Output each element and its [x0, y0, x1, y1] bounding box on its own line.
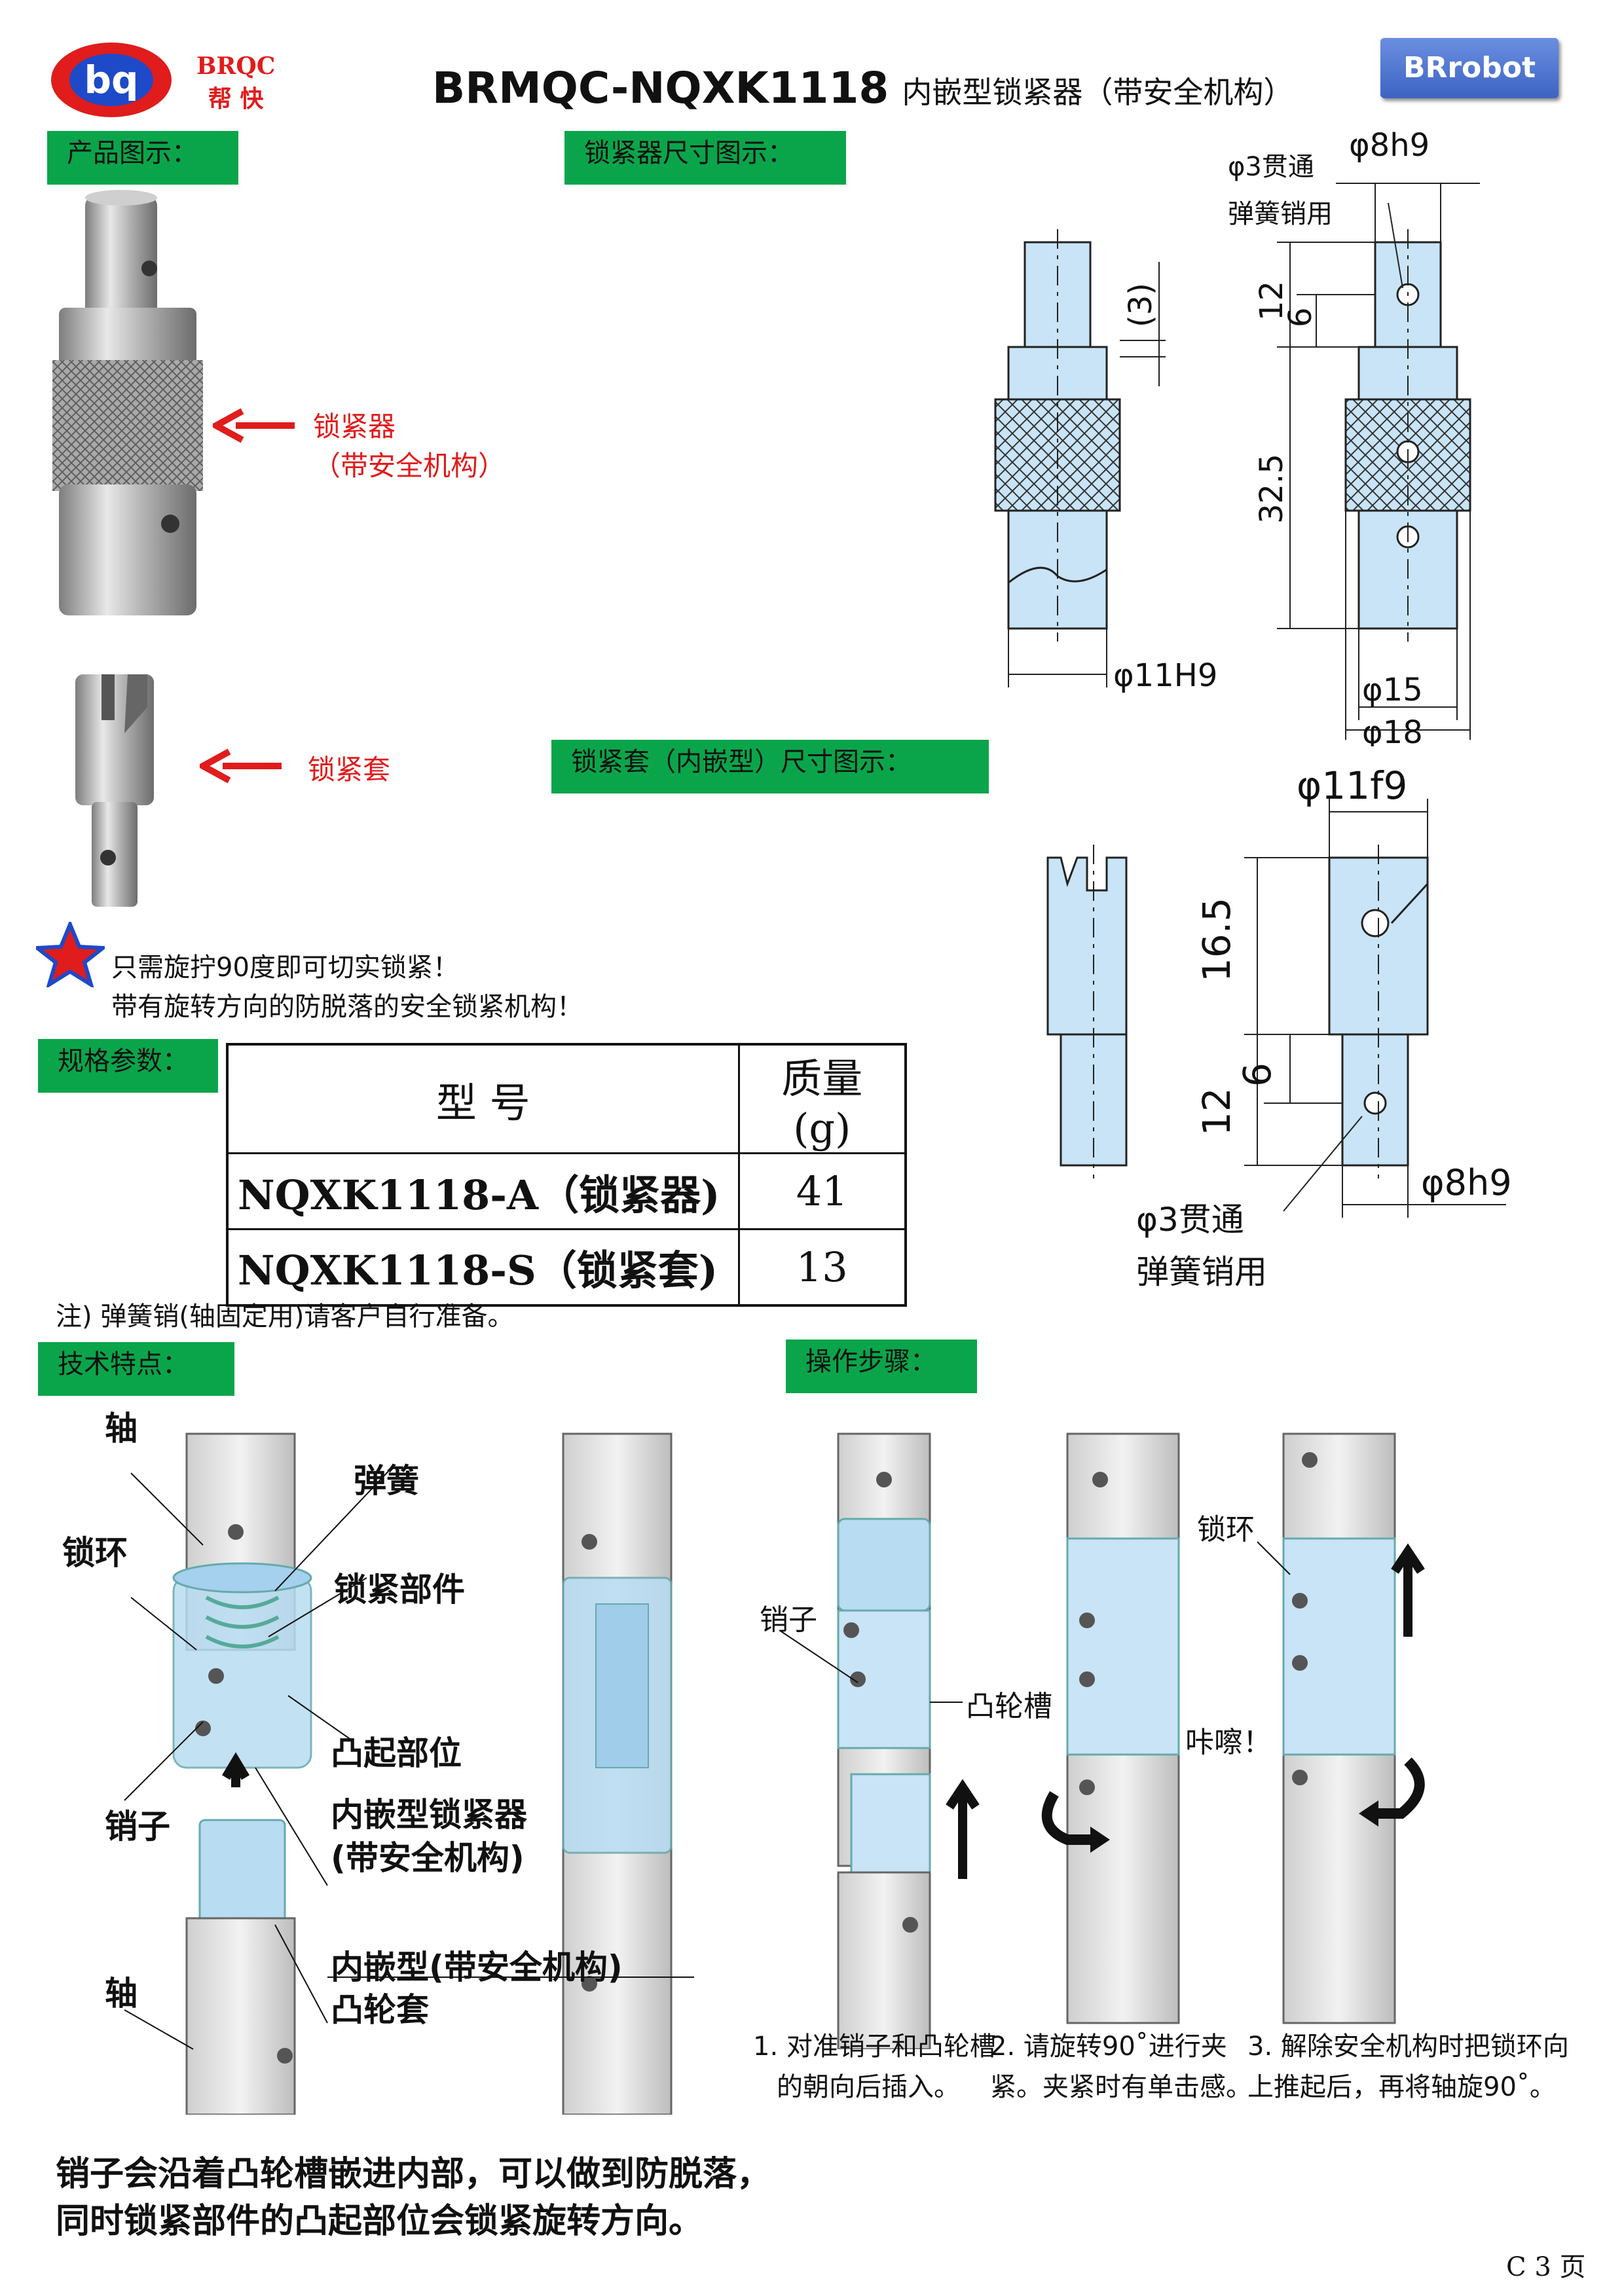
step-2: 2. 请旋转90˚进行夹 紧。夹紧时有单击感。	[990, 2026, 1252, 2107]
op-ring-label: 锁环	[1197, 1513, 1255, 1546]
sleeve-dimension-drawing: φ11f9 16.5 12 6 φ8h9 φ3贯通 弹簧销用	[1046, 763, 1512, 1291]
logo-icon: bq	[51, 43, 172, 117]
table-row: NQXK1118-A（锁紧器) 41	[226, 1152, 907, 1230]
tech-shaft-label: 轴	[105, 1410, 138, 1448]
row-model: NQXK1118-A（锁紧器)	[226, 1152, 740, 1230]
tech-ring-label: 锁环	[62, 1534, 128, 1572]
dim-sleeve-h-pin: 6	[1235, 1063, 1280, 1087]
dim-locker-hole-use: 弹簧销用	[1228, 199, 1333, 229]
section-specs: 规格参数：	[38, 1039, 218, 1093]
brand-text: BRQC 帮 快	[196, 50, 275, 115]
dim-locker-hole: φ3贯通	[1228, 152, 1314, 182]
tech-pin-label: 销子	[105, 1808, 170, 1846]
step-3-line1: 3. 解除安全机构时把锁环向	[1247, 2032, 1569, 2062]
step-2-line2: 紧。夹紧时有单击感。	[990, 2072, 1252, 2102]
sleeve-label: 锁紧套	[308, 754, 391, 786]
page-title: BRMQC-NQXK1118 内嵌型锁紧器（带安全机构）	[432, 63, 1293, 113]
step-3-line2: 上推起后，再将轴旋90˚。	[1247, 2072, 1556, 2102]
section-tech: 技术特点：	[38, 1342, 234, 1396]
brand-logo: bq	[49, 41, 174, 119]
sleeve-photo	[75, 674, 154, 907]
section-product-image: 产品图示：	[47, 131, 238, 185]
row-mass: 13	[737, 1228, 907, 1306]
page-number: C 3 页	[1506, 2252, 1586, 2282]
step-2-line1: 2. 请旋转90˚进行夹	[990, 2032, 1227, 2062]
dim-sleeve-hole-use: 弹簧销用	[1136, 1253, 1267, 1291]
op-pin-label: 销子	[760, 1603, 817, 1637]
section-locker-dimensions: 锁紧器尺寸图示：	[564, 131, 846, 185]
note-text: 注) 弹簧销(轴固定用)请客户自行准备。	[56, 1302, 514, 1332]
tech-locker-label: 内嵌型锁紧器	[331, 1796, 527, 1834]
tech-spring-label: 弹簧	[354, 1462, 419, 1500]
op-cam-groove-label: 凸轮槽	[966, 1690, 1052, 1723]
tech-cam-sleeve-label: 内嵌型(带安全机构)	[331, 1948, 623, 1986]
dim-sleeve-top: φ11f9	[1297, 763, 1407, 808]
section-operation: 操作步骤：	[786, 1339, 977, 1393]
dim-locker-h-main: 32.5	[1253, 454, 1290, 524]
locker-photo	[52, 190, 203, 615]
dim-locker-top: φ8h9	[1349, 131, 1430, 164]
tech-shaft2-label: 轴	[105, 1975, 138, 2013]
model-title: BRMQC-NQXK1118	[432, 63, 889, 113]
locker-dimension-drawing: φ11H9 φ15 φ18 φ8h9 φ3贯通 弹簧销用 12 6 32.5 (…	[994, 131, 1480, 746]
star-icon	[36, 922, 105, 987]
table-header-row: 型 号 质量 (g)	[226, 1043, 907, 1154]
step-1-line1: 1. 对准销子和凸轮槽	[753, 2032, 996, 2062]
tech-bump-label: 凸起部位	[331, 1734, 462, 1772]
brrobot-badge: BRrobot	[1380, 38, 1559, 98]
tech-diagram	[124, 1432, 694, 2115]
row-mass: 41	[737, 1152, 907, 1230]
rotate-arrow-icon	[1041, 1791, 1094, 1845]
arrow-left-icon	[200, 748, 282, 784]
spec-table: 型 号 质量 (g) NQXK1118-A（锁紧器) 41 NQXK1118-S…	[226, 1043, 907, 1307]
tech-locker-note-label: (带安全机构)	[331, 1839, 525, 1877]
logo-letters: bq	[84, 58, 138, 102]
feature-line-2: 带有旋转方向的防脱落的安全锁紧机构！	[111, 992, 583, 1022]
summary-line-1: 销子会沿着凸轮槽嵌进内部，可以做到防脱落，	[56, 2155, 771, 2194]
dim-sleeve-hole: φ3贯通	[1136, 1201, 1244, 1239]
locker-note-label: （带安全机构）	[313, 450, 506, 482]
header-model: 型 号	[226, 1043, 740, 1154]
table-row: NQXK1118-S（锁紧套) 13	[226, 1228, 907, 1306]
brand-cn: 帮 快	[208, 85, 264, 113]
op-click-label: 咔嚓！	[1185, 1726, 1272, 1759]
dim-locker-h-pin: 6	[1282, 307, 1319, 327]
dim-sleeve-h-low: 12	[1194, 1087, 1239, 1136]
header-mass: 质量 (g)	[737, 1043, 907, 1154]
dim-sleeve-h-top: 16.5	[1194, 898, 1239, 982]
section-sleeve-dimensions: 锁紧套（内嵌型）尺寸图示：	[551, 740, 989, 793]
dim-sleeve-shaft: φ8h9	[1421, 1162, 1512, 1203]
dim-locker-outer: φ18	[1362, 714, 1423, 746]
feature-line-1: 只需旋拧90度即可切实锁紧！	[111, 953, 459, 983]
brand-en: BRQC	[196, 52, 276, 80]
step-1: 1. 对准销子和凸轮槽 的朝向后插入。	[753, 2026, 996, 2107]
summary-line-2: 同时锁紧部件的凸起部位会锁紧旋转方向。	[56, 2202, 703, 2241]
tech-lock-part-label: 锁紧部件	[334, 1571, 465, 1609]
dim-locker-h-top: 12	[1253, 281, 1290, 321]
model-subtitle: 内嵌型锁紧器（带安全机构）	[902, 75, 1294, 110]
dim-locker-h-gap: (3)	[1122, 283, 1159, 327]
step-1-line2: 的朝向后插入。	[777, 2072, 960, 2102]
tech-cam-sleeve2-label: 凸轮套	[331, 1991, 429, 2029]
step-3: 3. 解除安全机构时把锁环向 上推起后，再将轴旋90˚。	[1247, 2026, 1569, 2107]
row-model: NQXK1118-S（锁紧套)	[226, 1228, 740, 1306]
dim-locker-bore: φ11H9	[1113, 657, 1217, 694]
locker-label: 锁紧器	[313, 410, 396, 443]
dim-locker-mid: φ15	[1362, 672, 1423, 708]
operation-diagram	[779, 1432, 1425, 2049]
arrow-left-icon	[213, 408, 295, 443]
